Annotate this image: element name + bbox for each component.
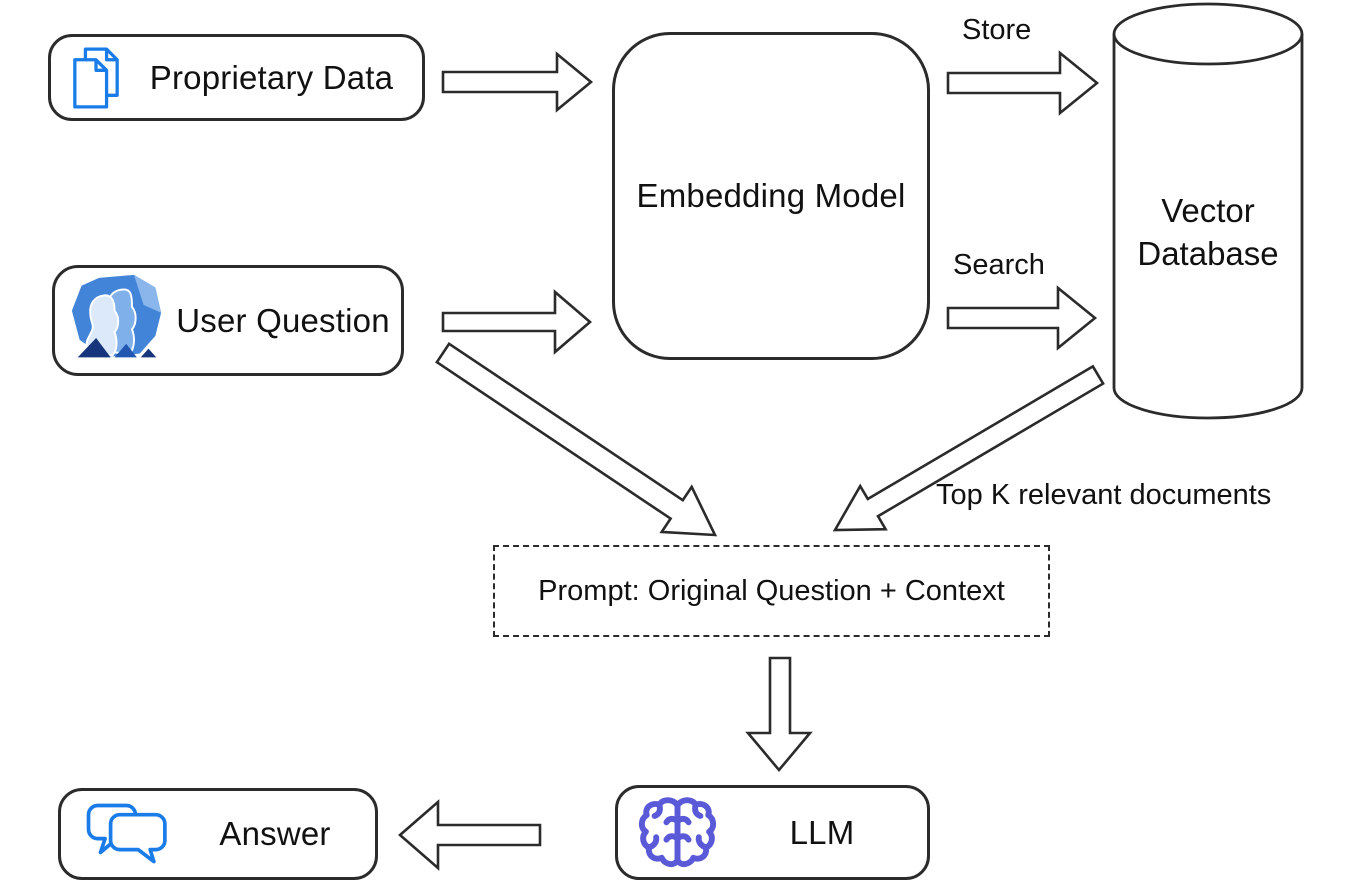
node-proprietary-data: Proprietary Data bbox=[48, 34, 425, 121]
node-label: Proprietary Data bbox=[149, 58, 394, 96]
node-label: User Question bbox=[176, 301, 390, 339]
arrow-proprietary-to-embedding bbox=[441, 51, 594, 113]
node-prompt: Prompt: Original Question + Context bbox=[493, 545, 1050, 637]
vector-database-cylinder bbox=[1112, 2, 1304, 420]
arrow-userquestion-to-embedding bbox=[441, 289, 592, 355]
node-label: Prompt: Original Question + Context bbox=[538, 574, 1005, 607]
node-answer: Answer bbox=[58, 788, 378, 880]
node-label: Embedding Model bbox=[636, 177, 906, 214]
edge-label-store: Store bbox=[962, 14, 1032, 46]
node-label: Answer bbox=[219, 815, 331, 852]
edge-label-top-k: Top K relevant documents bbox=[936, 479, 1272, 511]
node-user-question: User Question bbox=[52, 265, 404, 376]
edge-label-search: Search bbox=[953, 249, 1045, 281]
documents-icon bbox=[73, 47, 119, 108]
chat-bubbles-icon bbox=[86, 803, 167, 864]
node-label-line1: Vector bbox=[1161, 192, 1255, 229]
node-label: LLM bbox=[789, 813, 855, 851]
arrow-userquestion-to-prompt bbox=[435, 341, 718, 537]
node-embedding-model: Embedding Model bbox=[612, 32, 930, 360]
arrow-vectordb-to-prompt bbox=[832, 364, 1105, 532]
users-icon bbox=[71, 274, 162, 358]
arrow-store-to-vectordb bbox=[946, 50, 1100, 116]
node-label-line2: Database bbox=[1137, 234, 1279, 272]
node-vector-database: Vector Database bbox=[1111, 190, 1305, 276]
arrow-llm-to-answer bbox=[398, 799, 542, 871]
arrow-search-to-vectordb bbox=[946, 285, 1098, 351]
node-llm: LLM bbox=[615, 785, 930, 880]
brain-icon bbox=[638, 797, 717, 868]
arrow-prompt-to-llm bbox=[745, 656, 813, 773]
